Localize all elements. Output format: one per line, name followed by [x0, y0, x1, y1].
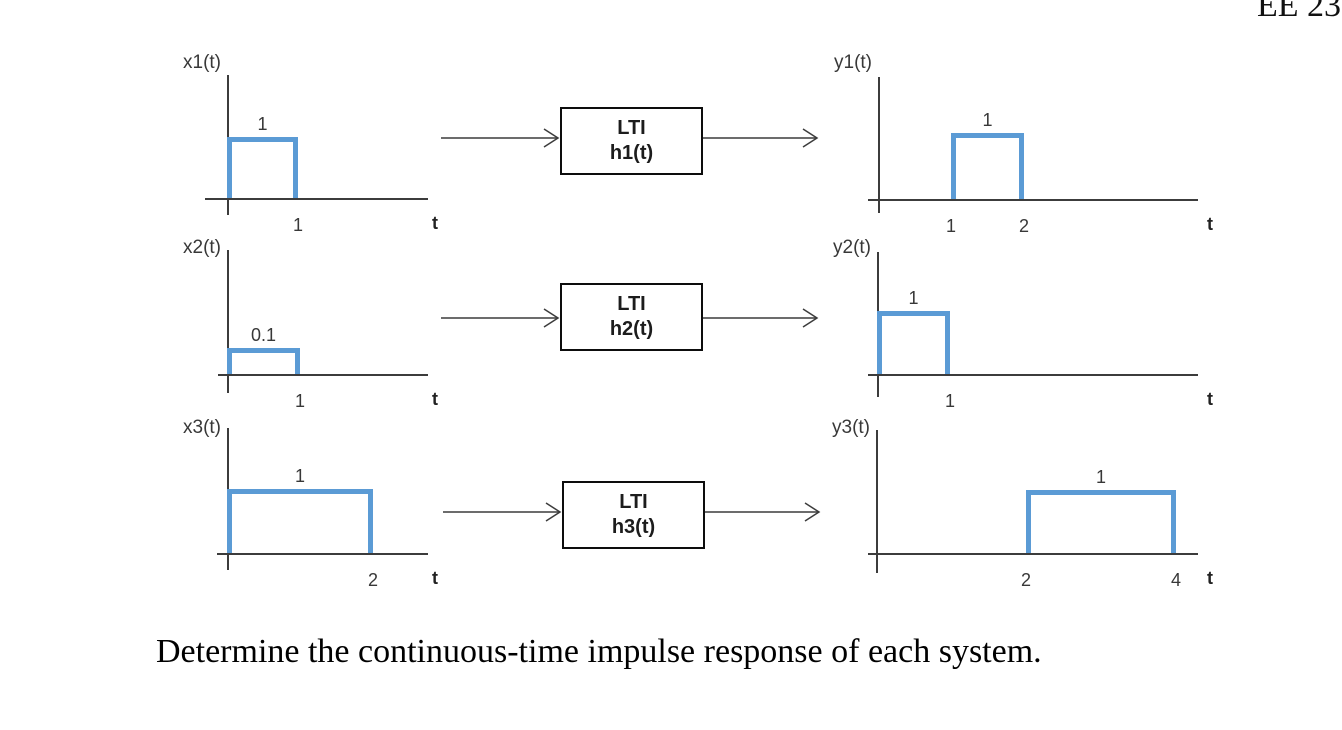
graph-title: y1(t) [834, 52, 872, 73]
pulse-amplitude-label: 1 [257, 114, 268, 134]
lti-system-box-3: LTI h3(t) [562, 481, 705, 549]
input-graph-x2: x2(t) 0.1 t 1 [150, 235, 480, 415]
lti-system-box-2: LTI h2(t) [560, 283, 703, 351]
y-axis-line [878, 77, 880, 213]
tick-label: 2 [367, 570, 378, 590]
signal-pulse [1026, 490, 1176, 553]
graph-title: y3(t) [832, 417, 870, 438]
course-code: EE 23 [1257, 0, 1342, 24]
tick-label: 1 [292, 215, 303, 235]
y-axis-line [876, 430, 878, 573]
lti-box-line1: LTI [617, 293, 646, 315]
graph-title: x1(t) [183, 52, 221, 73]
pulse-amplitude-label: 1 [908, 288, 919, 308]
input-graph-x1: x1(t) 1 t 1 [150, 50, 480, 242]
t-axis-label: t [432, 389, 438, 409]
t-axis-label: t [1207, 214, 1213, 234]
signal-pulse [877, 311, 950, 374]
tick-label: 2 [1018, 216, 1029, 236]
t-axis-label: t [1207, 389, 1213, 409]
lti-system-box-1: LTI h1(t) [560, 107, 703, 175]
arrow-right-icon [703, 308, 819, 328]
signal-pulse [227, 348, 300, 374]
graph-title: x3(t) [183, 417, 221, 438]
arrow-right-icon [703, 128, 819, 148]
pulse-amplitude-label: 0.1 [250, 325, 277, 345]
tick-label: 4 [1170, 570, 1181, 590]
y-axis-line [227, 250, 229, 393]
lti-box-line1: LTI [617, 117, 646, 139]
lti-box-line2: h3(t) [611, 516, 656, 538]
t-axis-line [868, 199, 1198, 201]
lti-box-line1: LTI [619, 491, 648, 513]
lti-box-line2: h1(t) [609, 142, 654, 164]
lti-box-line2: h2(t) [609, 318, 654, 340]
signal-pulse [951, 133, 1024, 199]
tick-label: 1 [294, 391, 305, 411]
t-axis-line [218, 374, 428, 376]
tick-label: 1 [945, 216, 956, 236]
output-graph-y2: y2(t) 1 t 1 [810, 235, 1230, 415]
t-axis-label: t [1207, 568, 1213, 588]
question-text: Determine the continuous-time impulse re… [156, 633, 1042, 670]
pulse-amplitude-label: 1 [982, 110, 993, 130]
arrow-right-icon [441, 308, 560, 328]
t-axis-line [217, 553, 428, 555]
signal-pulse [227, 137, 298, 198]
arrow-right-icon [443, 502, 562, 522]
tick-label: 2 [1020, 570, 1031, 590]
pulse-amplitude-label: 1 [294, 466, 305, 486]
output-graph-y3: y3(t) 1 t 2 4 [810, 415, 1230, 595]
arrow-right-icon [441, 128, 560, 148]
graph-title: x2(t) [183, 237, 221, 258]
t-axis-line [868, 374, 1198, 376]
pulse-amplitude-label: 1 [1095, 467, 1106, 487]
t-axis-label: t [432, 568, 438, 588]
input-graph-x3: x3(t) 1 t 2 [150, 415, 480, 595]
tick-label: 1 [944, 391, 955, 411]
signal-pulse [227, 489, 373, 553]
output-graph-y1: y1(t) 1 t 1 2 [810, 50, 1230, 242]
t-axis-label: t [432, 213, 438, 233]
arrow-right-icon [705, 502, 821, 522]
t-axis-line [205, 198, 428, 200]
graph-title: y2(t) [833, 237, 871, 258]
t-axis-line [868, 553, 1198, 555]
